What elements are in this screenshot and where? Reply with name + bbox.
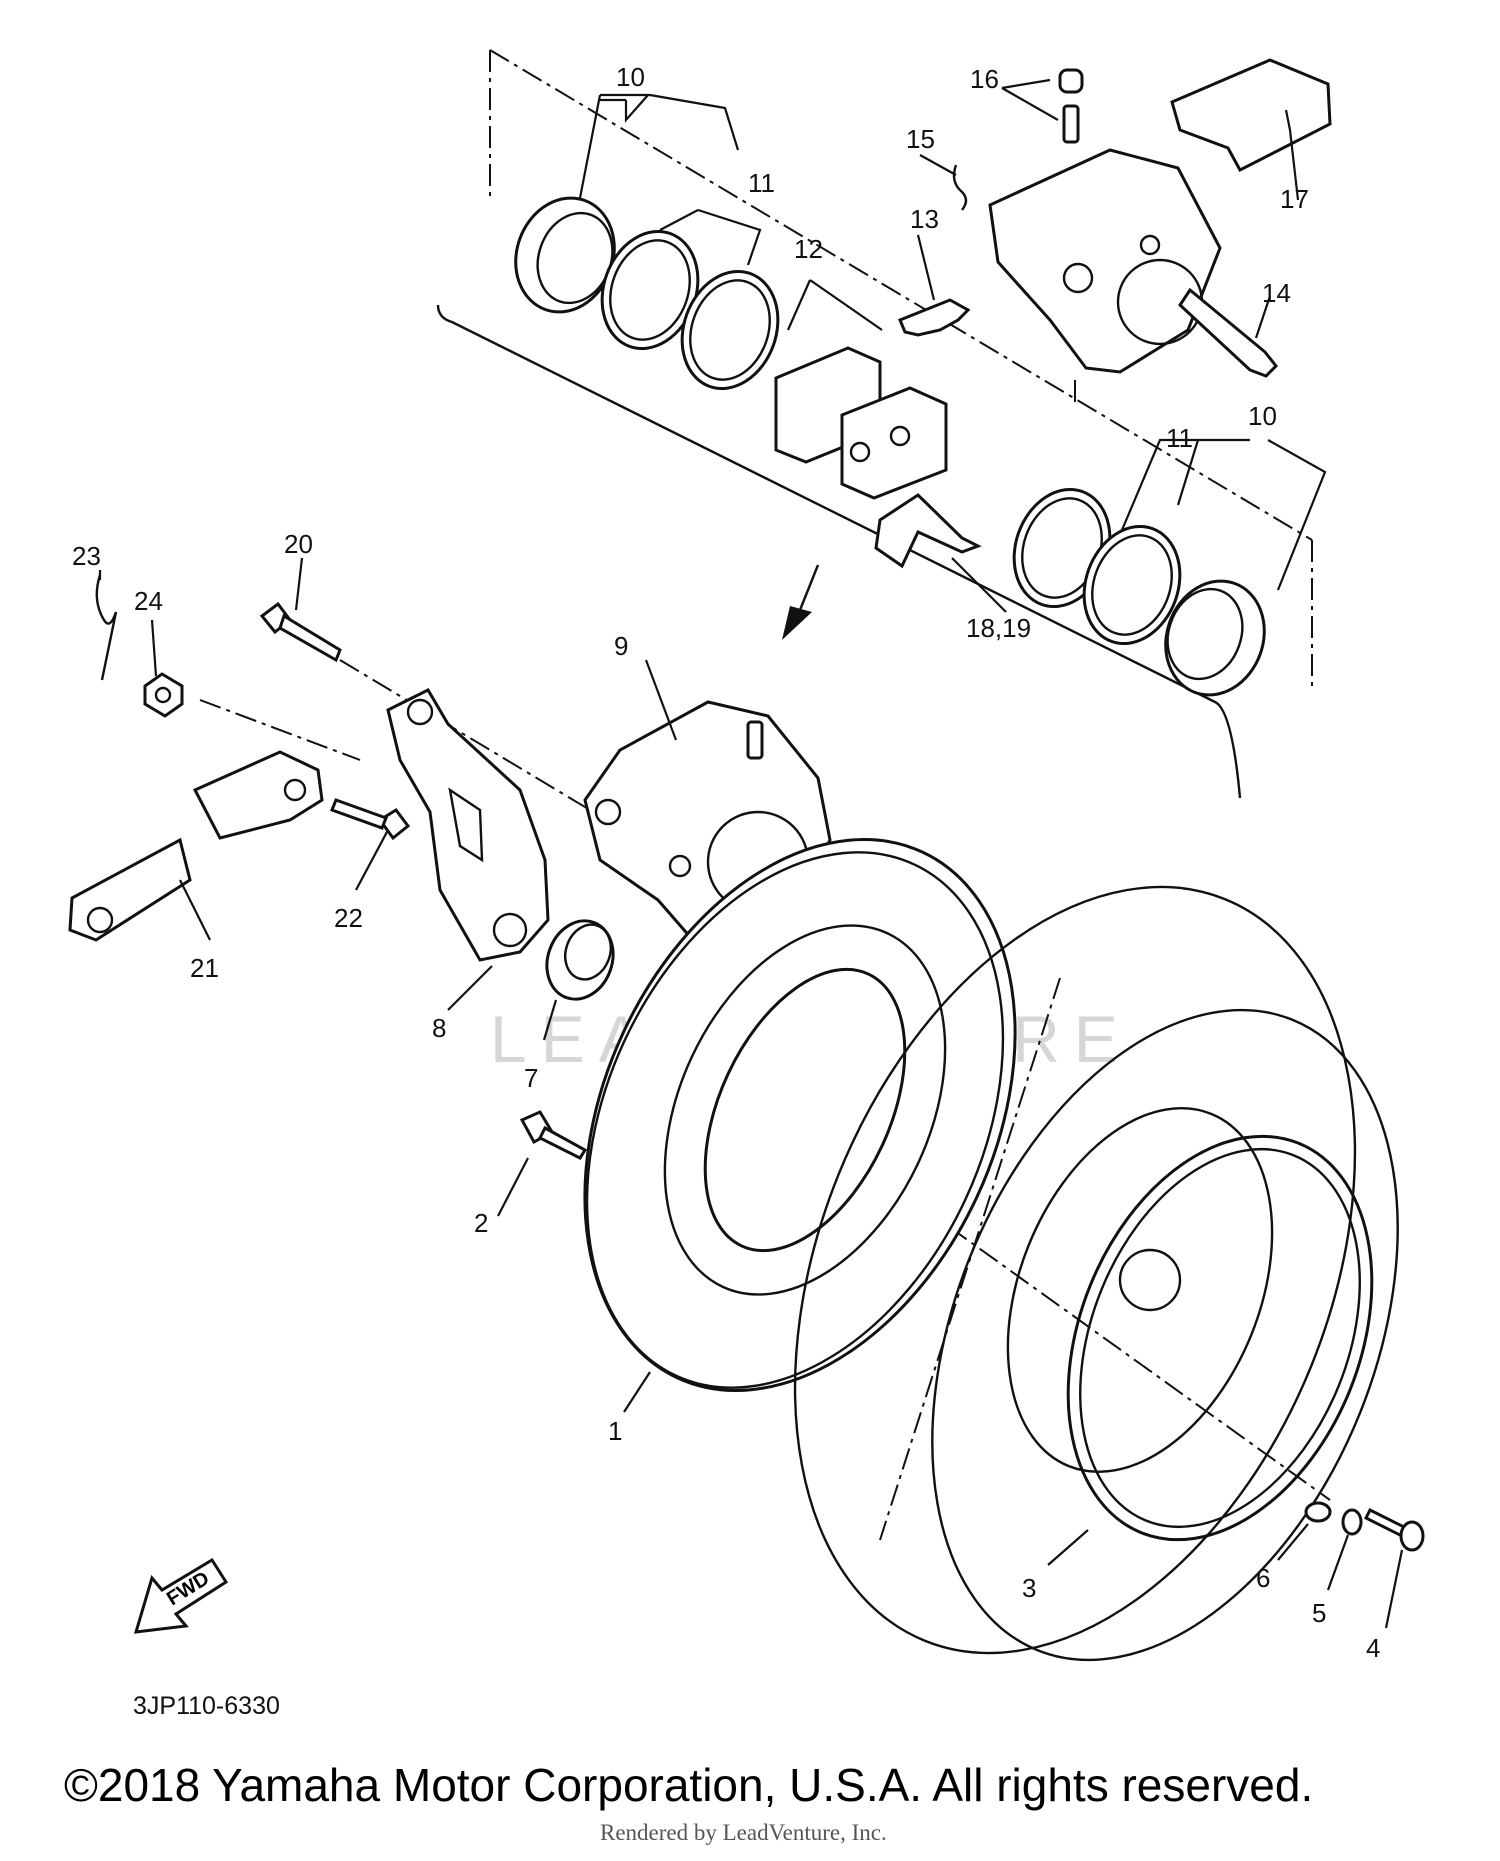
caliper-body-upper (988, 148, 1222, 374)
disc-bolt (519, 1110, 588, 1160)
lock-washer (1341, 1508, 1363, 1536)
callout-10-lower: 10 (1248, 401, 1277, 431)
callout-11-lower: 11 (1166, 423, 1193, 453)
pad-support (874, 493, 982, 569)
brake-disc (583, 838, 1017, 1392)
callout-2: 2 (474, 1208, 488, 1238)
fwd-arrow: FWD (133, 1557, 229, 1634)
callout-14: 14 (1262, 278, 1291, 308)
callout-1: 1 (608, 1416, 622, 1446)
callout-8: 8 (432, 1013, 446, 1043)
caliper-bracket (386, 688, 550, 962)
clip (952, 164, 968, 211)
rear-wheel (793, 885, 1399, 1662)
callout-11-upper: 11 (748, 168, 775, 198)
callout-24: 24 (134, 586, 163, 616)
rendered-by-credit: Rendered by LeadVenture, Inc. (600, 1820, 887, 1845)
bolt-20 (259, 601, 342, 663)
collar (545, 919, 615, 1001)
callout-20: 20 (284, 529, 313, 559)
callout-17: 17 (1280, 184, 1309, 214)
caliper-kit-bracket (436, 304, 1242, 799)
torque-rod (68, 750, 324, 942)
callout-10-upper: 10 (616, 62, 645, 92)
callout-21: 21 (190, 953, 219, 983)
leader-lines (98, 78, 1404, 1629)
callout-3: 3 (1022, 1573, 1036, 1603)
pad-spring (898, 298, 971, 337)
callout-18-19: 18,19 (966, 613, 1031, 643)
callout-9: 9 (614, 631, 628, 661)
ring (1066, 1134, 1374, 1542)
callout-23: 23 (72, 541, 101, 571)
callout-13: 13 (910, 204, 939, 234)
piston-lower (1164, 579, 1266, 697)
copyright-notice: ©2018 Yamaha Motor Corporation, U.S.A. A… (64, 1759, 1314, 1811)
callout-6: 6 (1256, 1563, 1270, 1593)
bleed-screw (1058, 68, 1084, 144)
seal-lower (1012, 487, 1182, 646)
callout-7: 7 (524, 1063, 538, 1093)
washer (1304, 1501, 1332, 1523)
cotter-pin (95, 574, 118, 681)
pad-cover (1170, 58, 1332, 173)
pad-pin (1178, 287, 1279, 378)
nut (143, 672, 184, 718)
callout-5: 5 (1312, 1598, 1326, 1628)
callout-labels: 10 11 12 13 15 16 17 14 10 11 18,19 9 20… (72, 62, 1380, 1663)
callout-4: 4 (1366, 1633, 1380, 1663)
callout-15: 15 (906, 124, 935, 154)
callout-22: 22 (334, 903, 363, 933)
bolt-22 (330, 798, 411, 841)
callout-12: 12 (794, 234, 823, 264)
ring-screw (1363, 1507, 1425, 1552)
seal-upper (600, 229, 780, 391)
callout-16: 16 (970, 64, 999, 94)
brake-pads (774, 346, 948, 500)
drawing-code: 3JP110-6330 (133, 1692, 280, 1720)
